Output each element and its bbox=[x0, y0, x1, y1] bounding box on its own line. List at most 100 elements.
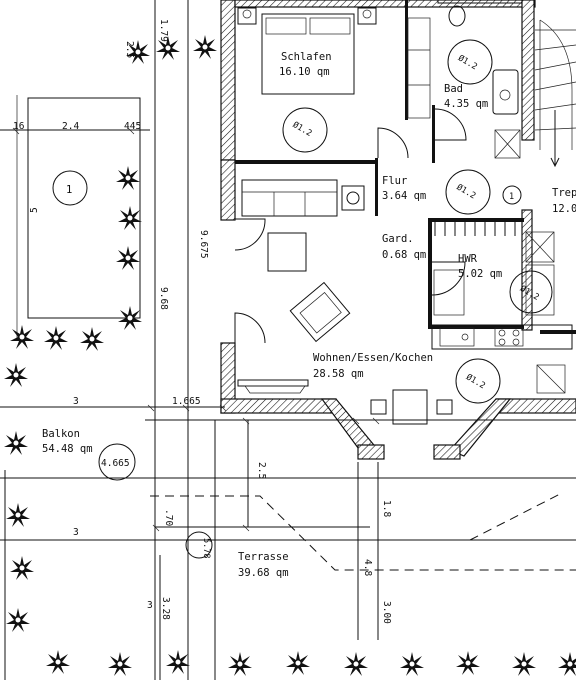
dim-3-balkon: 3 bbox=[73, 396, 79, 407]
palm-icon bbox=[10, 325, 34, 349]
terrace: Terrasse 39.68 qm bbox=[150, 493, 576, 579]
palm-icon bbox=[6, 503, 30, 527]
palm-icon bbox=[116, 166, 140, 190]
bed bbox=[261, 13, 355, 95]
palm-icon bbox=[116, 246, 140, 270]
wall-living-top bbox=[235, 160, 375, 164]
palm-icon bbox=[46, 650, 70, 674]
bed-marker-circle bbox=[52, 170, 88, 206]
palm-icon bbox=[80, 327, 104, 351]
door-living bbox=[234, 218, 266, 251]
dim-2-5-top: 2.5 bbox=[124, 41, 135, 58]
toilet bbox=[448, 5, 466, 27]
plants bbox=[4, 35, 576, 676]
room-name-bad: Bad bbox=[444, 83, 463, 95]
coat-rack bbox=[428, 219, 522, 236]
kitchen-counter bbox=[431, 324, 573, 350]
dim-circle-578 bbox=[185, 531, 213, 559]
shower-cross bbox=[494, 129, 521, 159]
flur: Flur 3.64 qm Ø1.2 1 Trep 12.00 bbox=[382, 169, 576, 236]
wall-hwr-right bbox=[521, 209, 533, 331]
bed-marker: 1 bbox=[66, 184, 72, 196]
pillow-right bbox=[309, 17, 351, 35]
turning-circle-hwr bbox=[509, 270, 553, 314]
turning-circle-kitchen bbox=[455, 358, 501, 404]
shower-tray bbox=[492, 69, 519, 115]
wall-bay-right bbox=[448, 398, 512, 457]
turning-label-schlafen: Ø1.2 bbox=[291, 119, 314, 139]
bedroom: Schlafen 16.10 qm Ø1.2 bbox=[237, 7, 431, 159]
coffee-table bbox=[267, 232, 307, 272]
room-name-treppe: Trep bbox=[552, 187, 576, 199]
wall-flur-left bbox=[375, 158, 378, 216]
wall-closet bbox=[405, 0, 408, 120]
palm-icon bbox=[558, 652, 576, 676]
palm-icon bbox=[456, 651, 480, 675]
palm-icon bbox=[4, 431, 28, 455]
armchair bbox=[289, 281, 351, 343]
palm-icon bbox=[44, 326, 68, 350]
room-area-bad: 4.35 qm bbox=[444, 98, 488, 110]
flur-marker: 1 bbox=[509, 192, 514, 202]
chair-left bbox=[370, 399, 387, 415]
stairs bbox=[534, 19, 576, 168]
dim-4665: 4.665 bbox=[101, 458, 130, 469]
balcony: 1 Balkon 54.48 qm 4.665 bbox=[27, 97, 141, 481]
dim-9-68: 9.68 bbox=[158, 287, 169, 310]
hob bbox=[494, 327, 524, 347]
dim-1-8: 1.8 bbox=[381, 500, 392, 517]
dim-445: 445 bbox=[124, 121, 141, 132]
palm-icon bbox=[228, 652, 252, 676]
room-name-hwr: HWR bbox=[458, 253, 478, 265]
nightstand-left bbox=[237, 7, 257, 25]
wall-left-upper bbox=[220, 0, 236, 161]
turning-circle-flur bbox=[445, 169, 491, 215]
dim-16: 16 bbox=[13, 121, 25, 132]
room-area-treppe: 12.00 bbox=[552, 203, 576, 215]
pillow-left bbox=[265, 17, 307, 35]
flur-marker-circle bbox=[502, 185, 522, 205]
palm-icon bbox=[108, 652, 132, 676]
door-schlafen bbox=[377, 127, 409, 159]
door-living-lower bbox=[234, 312, 266, 344]
wall-right-misc bbox=[540, 330, 576, 334]
door-bad bbox=[434, 108, 467, 141]
dim-9-675: 9.675 bbox=[198, 230, 209, 259]
wall-top bbox=[234, 0, 536, 8]
wall-stair bbox=[521, 0, 535, 141]
palm-icon bbox=[10, 556, 34, 580]
dim-5-78: 5.78 bbox=[201, 538, 211, 558]
chair-right bbox=[436, 399, 453, 415]
room-name-wohnen: Wohnen/Essen/Kochen bbox=[313, 352, 433, 364]
dim-circle-4665 bbox=[98, 443, 136, 481]
palm-icon bbox=[6, 608, 30, 632]
fridge bbox=[536, 364, 566, 394]
turning-label-bad: Ø1.2 bbox=[456, 53, 479, 73]
wall-bay-post-right bbox=[433, 444, 461, 460]
dim-4-8: 4.8 bbox=[362, 559, 373, 576]
dim-5: 5 bbox=[29, 207, 40, 213]
dim-3-lower: 3 bbox=[147, 600, 153, 611]
sink bbox=[439, 327, 475, 347]
room-area-schlafen: 16.10 qm bbox=[279, 66, 330, 78]
room-name-terrasse: Terrasse bbox=[238, 551, 289, 563]
room-name-balkon: Balkon bbox=[42, 428, 80, 440]
dim-70: .70 bbox=[163, 509, 174, 526]
turning-label-kitchen: Ø1.2 bbox=[464, 372, 487, 392]
wall-hwr-left bbox=[428, 218, 432, 328]
bathroom: Ø1.2 Bad 4.35 qm bbox=[434, 0, 523, 159]
palm-icon bbox=[4, 363, 28, 387]
sofa bbox=[241, 179, 338, 217]
dim-2-5-mid: 2.5 bbox=[256, 462, 267, 479]
room-area-wohnen: 28.58 qm bbox=[313, 368, 364, 380]
wall-hwr-bottom bbox=[428, 325, 524, 329]
turning-circle-schlafen bbox=[282, 107, 328, 153]
palm-icon bbox=[286, 651, 310, 675]
palm-icon bbox=[118, 206, 142, 230]
dim-3-left: 3 bbox=[73, 527, 79, 538]
nightstand-right bbox=[357, 7, 377, 25]
planter bbox=[27, 97, 141, 319]
room-name-flur: Flur bbox=[382, 175, 407, 187]
